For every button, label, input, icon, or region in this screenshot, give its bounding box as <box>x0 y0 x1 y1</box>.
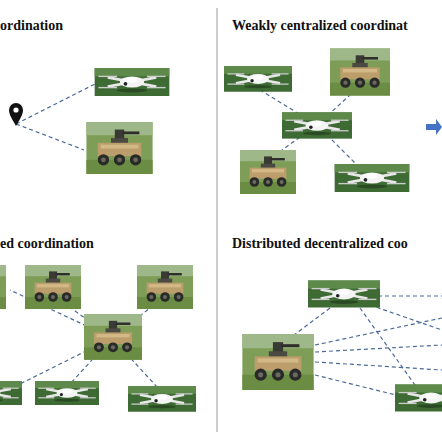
ugv-photo <box>84 314 142 360</box>
ugv-photo <box>242 334 313 390</box>
ugv-photo <box>330 48 390 95</box>
link-line <box>315 375 400 396</box>
link-line <box>378 295 442 296</box>
drone-photo <box>128 386 196 412</box>
link-line <box>16 84 95 124</box>
panel-title: ed coordination <box>0 236 94 252</box>
panel-divider <box>217 8 218 432</box>
flow-arrow <box>426 119 442 135</box>
link-line <box>315 318 442 345</box>
drone-photo <box>224 66 292 92</box>
ugv-photo <box>86 122 152 174</box>
panel-title: Weakly centralized coordinat <box>232 18 408 34</box>
link-line <box>290 308 330 338</box>
ugv-photo <box>240 150 296 194</box>
ugv-photo <box>137 265 193 309</box>
drone-photo <box>308 281 380 308</box>
panel-title: Distributed decentralized coo <box>232 236 408 252</box>
drone-photo <box>0 381 22 405</box>
ugv-photo <box>0 265 6 309</box>
drone-photo <box>282 112 352 138</box>
link-line <box>360 308 420 392</box>
link-line <box>16 124 84 150</box>
drone-photo <box>35 381 99 405</box>
drone-photo <box>95 68 170 96</box>
pin-shape <box>9 103 23 126</box>
drone-photo <box>335 164 410 192</box>
pin-hole <box>13 107 18 112</box>
panel-title: ordination <box>0 18 63 34</box>
location-pin <box>9 103 23 126</box>
link-line <box>315 345 442 352</box>
drone-photo <box>395 385 442 412</box>
ugv-photo <box>25 265 81 309</box>
link-line <box>315 362 442 370</box>
